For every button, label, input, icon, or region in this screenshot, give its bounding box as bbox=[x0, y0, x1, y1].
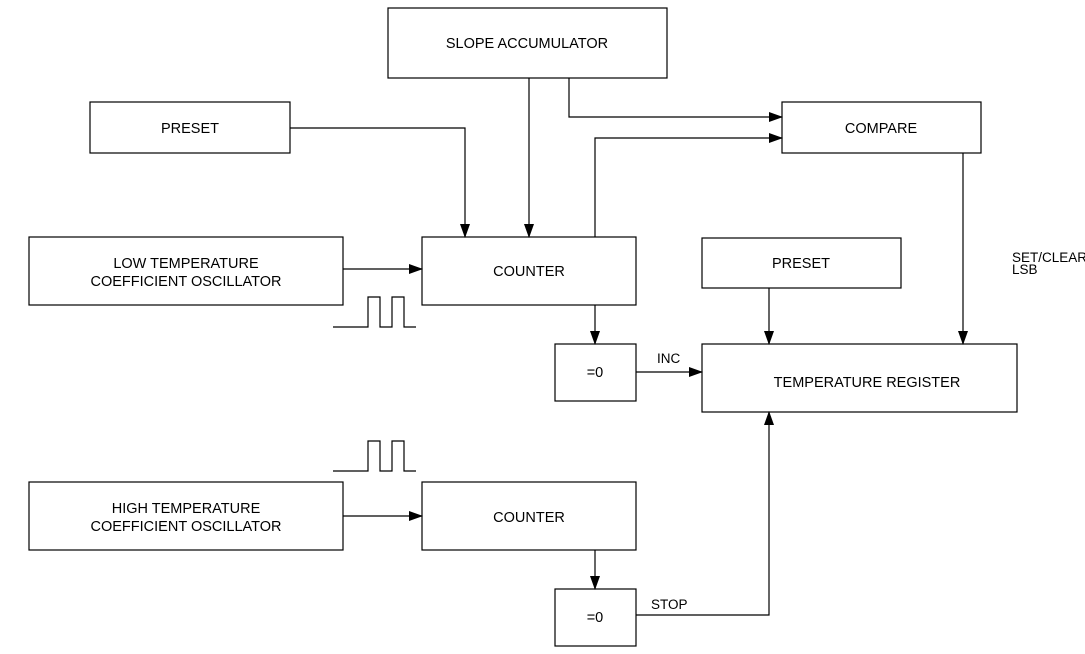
low-temp-oscillator-label-line2: COEFFICIENT OSCILLATOR bbox=[91, 274, 282, 290]
counter-to-compare-arrow bbox=[594, 133, 783, 237]
slope-accumulator-to-compare-arrow bbox=[568, 78, 783, 122]
counter-bottom-block: COUNTER bbox=[421, 481, 637, 551]
slope-accumulator-label: SLOPE ACCUMULATOR bbox=[446, 36, 608, 52]
preset-right-label: PRESET bbox=[772, 256, 830, 272]
preset-to-counter-arrow bbox=[290, 127, 470, 238]
compare-label: COMPARE bbox=[845, 121, 918, 137]
high-oscillator-pulse-waveform bbox=[333, 440, 416, 472]
zero-detect-top-block: =0 bbox=[554, 343, 637, 402]
zero-detect-bottom-block: =0 bbox=[554, 588, 637, 647]
stop-signal-label: STOP bbox=[651, 597, 688, 612]
set-clear-lsb-label-line1: SET/CLEAR bbox=[1012, 250, 1085, 265]
counter-top-label: COUNTER bbox=[493, 264, 565, 280]
counter-bottom-label: COUNTER bbox=[493, 510, 565, 526]
low-temp-oscillator-block: LOW TEMPERATURE COEFFICIENT OSCILLATOR bbox=[28, 236, 344, 306]
zero-detect-bottom-label: =0 bbox=[587, 610, 604, 626]
high-temp-oscillator-block: HIGH TEMPERATURE COEFFICIENT OSCILLATOR bbox=[28, 481, 344, 551]
counter-top-block: COUNTER bbox=[421, 236, 637, 306]
preset-right-block: PRESET bbox=[701, 237, 902, 289]
high-temp-oscillator-label-line1: HIGH TEMPERATURE bbox=[112, 501, 261, 517]
stop-to-temperature-register-arrow bbox=[636, 411, 774, 616]
preset-top-label: PRESET bbox=[161, 121, 219, 137]
zero-detect-top-label: =0 bbox=[587, 365, 604, 381]
preset-top-block: PRESET bbox=[89, 101, 291, 154]
inc-signal-label: INC bbox=[657, 351, 681, 366]
low-oscillator-pulse-waveform bbox=[333, 296, 416, 328]
high-temp-oscillator-label-line2: COEFFICIENT OSCILLATOR bbox=[91, 519, 282, 535]
set-clear-lsb-label-line2: LSB bbox=[1012, 262, 1038, 277]
temperature-register-block: TEMPERATURE REGISTER bbox=[701, 343, 1018, 413]
low-temp-oscillator-label-line1: LOW TEMPERATURE bbox=[113, 256, 259, 272]
temperature-register-label: TEMPERATURE REGISTER bbox=[774, 375, 961, 391]
slope-accumulator-block: SLOPE ACCUMULATOR bbox=[387, 7, 668, 79]
compare-block: COMPARE bbox=[781, 101, 982, 154]
